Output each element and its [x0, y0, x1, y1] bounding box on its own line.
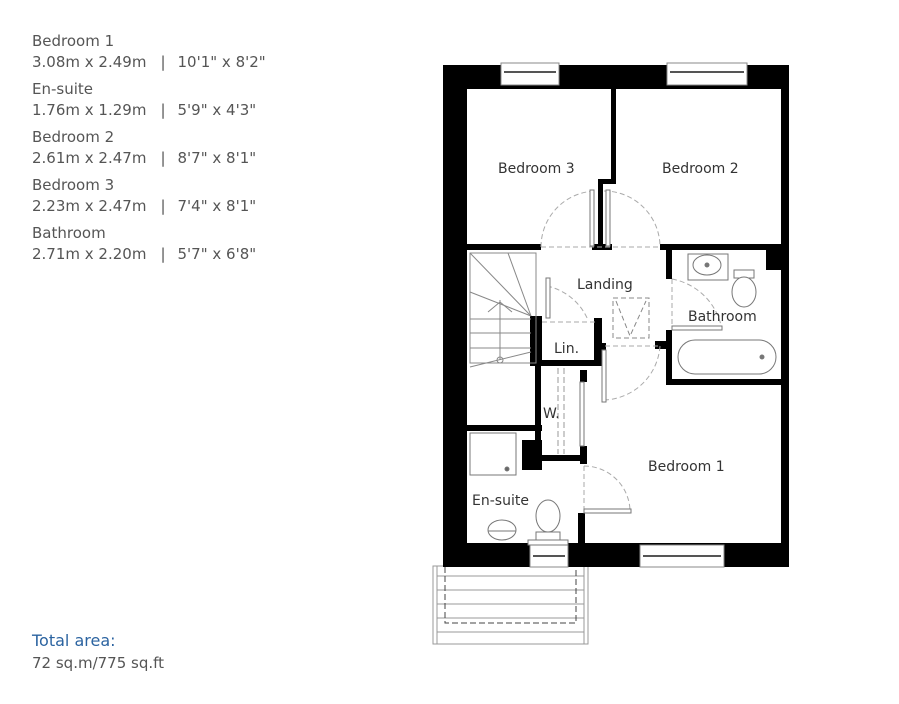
room-entry-en-suite: En-suite 1.76m x 1.29m | 5'9" x 4'3" — [32, 79, 266, 121]
room-entry-bedroom-1: Bedroom 1 3.08m x 2.49m | 10'1" x 8'2" — [32, 31, 266, 73]
label-linen: Lin. — [554, 341, 579, 357]
label-en-suite: En-suite — [472, 493, 529, 509]
room-name: Bedroom 2 — [32, 128, 115, 146]
loft-hatch — [612, 297, 650, 339]
windows — [500, 62, 748, 568]
label-bedroom-1: Bedroom 1 — [648, 459, 725, 475]
room-entry-bedroom-3: Bedroom 3 2.23m x 2.47m | 7'4" x 8'1" — [32, 175, 266, 217]
room-imperial: 8'7" x 8'1" — [177, 149, 257, 167]
room-name: Bedroom 1 — [32, 32, 115, 50]
room-metric: 2.71m x 2.20m — [32, 245, 147, 263]
room-metric: 3.08m x 2.49m — [32, 53, 147, 71]
room-dimensions-list: Bedroom 1 3.08m x 2.49m | 10'1" x 8'2" En-… — [32, 31, 266, 271]
room-entry-bathroom: Bathroom 2.71m x 2.20m | 5'7" x 6'8" — [32, 223, 266, 265]
room-metric: 2.61m x 2.47m — [32, 149, 147, 167]
room-entry-bedroom-2: Bedroom 2 2.61m x 2.47m | 8'7" x 8'1" — [32, 127, 266, 169]
staircase — [469, 252, 537, 368]
room-name: En-suite — [32, 80, 93, 98]
door-leaves — [545, 189, 723, 514]
door-swings — [540, 190, 723, 512]
label-bathroom: Bathroom — [688, 309, 757, 325]
ensuite-fixtures — [469, 432, 569, 546]
separator: | — [160, 197, 166, 215]
label-bedroom-3: Bedroom 3 — [498, 161, 575, 177]
label-landing: Landing — [577, 277, 633, 293]
label-bedroom-2: Bedroom 2 — [662, 161, 739, 177]
separator: | — [160, 53, 166, 71]
room-imperial: 5'9" x 4'3" — [177, 101, 257, 119]
room-imperial: 5'7" x 6'8" — [177, 245, 257, 263]
separator: | — [160, 101, 166, 119]
balcony — [432, 565, 589, 645]
bathroom-fixtures — [677, 253, 777, 375]
label-wardrobe: W. — [543, 406, 560, 422]
total-area-value: 72 sq.m/775 sq.ft — [32, 654, 165, 672]
total-area-label: Total area: — [32, 631, 116, 650]
room-labels: Bedroom 3 Bedroom 2 Landing Bathroom Lin… — [472, 161, 757, 509]
room-name: Bedroom 3 — [32, 176, 115, 194]
room-metric: 2.23m x 2.47m — [32, 197, 147, 215]
room-imperial: 10'1" x 8'2" — [177, 53, 266, 71]
room-name: Bathroom — [32, 224, 106, 242]
separator: | — [160, 245, 166, 263]
room-metric: 1.76m x 1.29m — [32, 101, 147, 119]
separator: | — [160, 149, 166, 167]
total-area: Total area: 72 sq.m/775 sq.ft — [32, 630, 164, 674]
room-imperial: 7'4" x 8'1" — [177, 197, 257, 215]
wardrobe-rails — [557, 368, 565, 454]
